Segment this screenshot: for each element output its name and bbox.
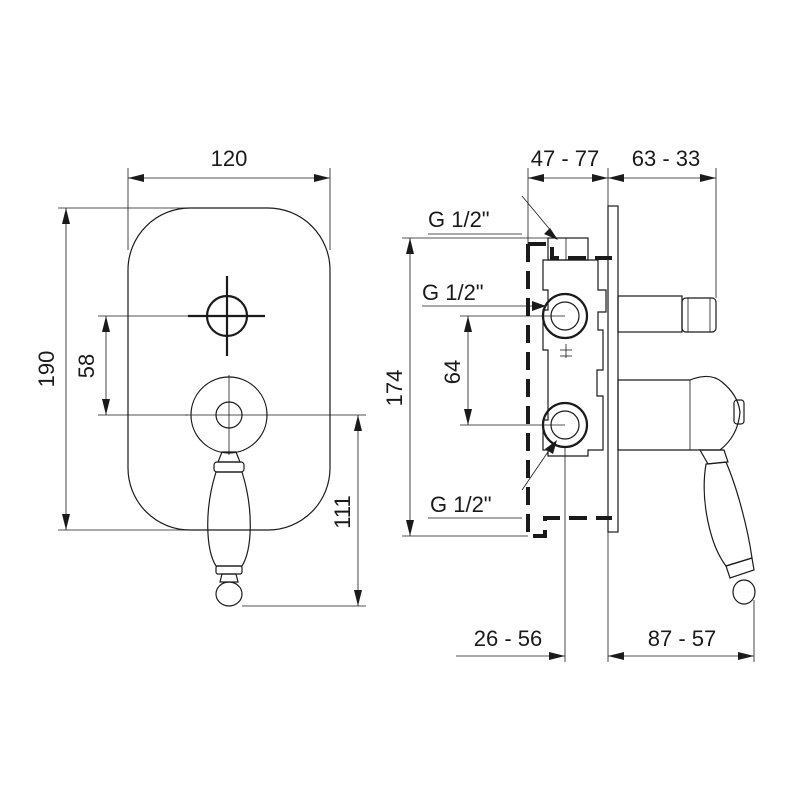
dimension-bottom-depths: 26 - 56 87 - 57 [456, 447, 755, 662]
dimension-lever-drop-label: 111 [330, 495, 355, 528]
dimension-overall-height-label: 174 [382, 370, 407, 407]
diverter-knob-side [617, 295, 717, 333]
port-callout-middle: G 1/2" [422, 280, 546, 311]
port-label-top: G 1/2" [428, 207, 490, 232]
dimension-bottom-right-label: 87 - 57 [648, 626, 717, 651]
dimension-lever-drop: 111 [242, 414, 366, 607]
mixer-rosette [185, 375, 273, 455]
lever-handle [207, 451, 251, 607]
dimension-top-depths: 47 - 77 63 - 33 [527, 146, 717, 298]
dimension-port-spacing: 64 [440, 315, 565, 426]
lever-side-profile [617, 375, 756, 605]
dimension-spindle-spacing: 58 [74, 315, 188, 416]
dimension-height: 190 [34, 207, 210, 531]
dimension-height-label: 190 [34, 351, 59, 388]
port-callout-top: G 1/2" [428, 195, 558, 240]
port-label-middle: G 1/2" [422, 280, 484, 305]
diverter-spindle-mark [188, 276, 265, 356]
cover-plate [127, 207, 331, 531]
port-label-bottom: G 1/2" [430, 492, 492, 517]
dimension-width-label: 120 [211, 146, 248, 171]
side-view: 47 - 77 63 - 33 174 64 [382, 146, 756, 662]
dimension-spindle-spacing-label: 58 [74, 354, 99, 378]
dimension-port-spacing-label: 64 [440, 360, 465, 384]
dimension-width: 120 [127, 146, 331, 250]
embedding-box-dashed [526, 242, 612, 538]
dimension-top-right-label: 63 - 33 [632, 146, 701, 171]
front-view: 120 190 58 111 [34, 146, 366, 607]
side-cover-plate [607, 205, 619, 533]
port-callout-bottom: G 1/2" [428, 440, 557, 519]
dimension-top-left-label: 47 - 77 [531, 146, 600, 171]
dimension-overall-height: 174 [382, 237, 548, 537]
valve-body [541, 237, 607, 457]
dimension-bottom-left-label: 26 - 56 [474, 626, 543, 651]
